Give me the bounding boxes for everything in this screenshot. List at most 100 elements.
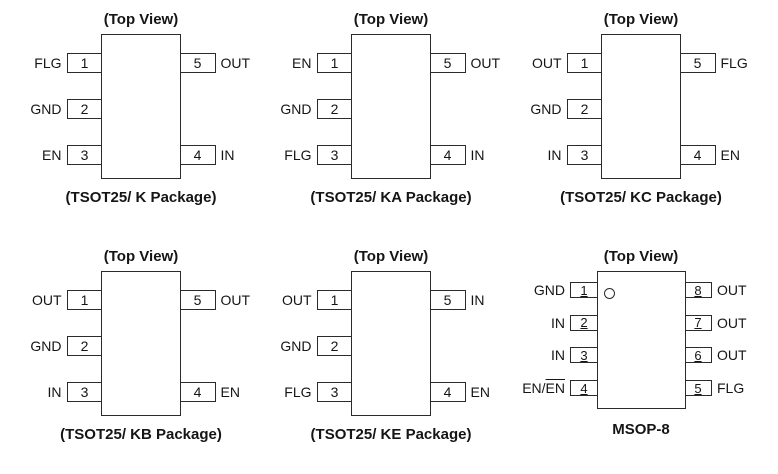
pin-label: FLG xyxy=(284,147,312,163)
pin-label: OUT xyxy=(281,292,312,308)
package-caption: (TSOT25/ K Package) xyxy=(65,189,217,206)
package-body xyxy=(601,34,681,179)
pin-number-box: 4 xyxy=(179,145,216,165)
pin-number-box: 1 xyxy=(316,53,353,73)
pin-label: GND xyxy=(30,338,62,354)
pin-label: EN xyxy=(720,147,740,163)
pin-number-box: 5 xyxy=(179,290,216,310)
pin-label: OUT xyxy=(470,55,501,71)
pin-number-box: 2 xyxy=(566,99,603,119)
pin-number-box: 1 xyxy=(316,290,353,310)
pin-label: IN xyxy=(551,347,565,364)
pin-number-box: 3 xyxy=(66,382,103,402)
pin-label: EN/EN xyxy=(522,380,565,397)
pin-number-box: 5 xyxy=(179,53,216,73)
package-body xyxy=(351,34,431,179)
pin-label: OUT xyxy=(220,292,251,308)
pin-label: IN xyxy=(47,384,62,400)
pin-label: GND xyxy=(30,101,62,117)
pin-label: EN xyxy=(220,384,240,400)
pin-label: FLG xyxy=(717,380,745,397)
top-view-label: (Top View) xyxy=(603,248,679,265)
pin-label: OUT xyxy=(717,282,747,299)
pin-label: OUT xyxy=(220,55,251,71)
pin-label: FLG xyxy=(720,55,748,71)
pin-number-box: 4 xyxy=(429,382,466,402)
pin-number-box: 8 xyxy=(684,282,712,299)
pin-label: EN xyxy=(292,55,312,71)
package-caption: MSOP-8 xyxy=(612,421,670,438)
pin-label: IN xyxy=(470,147,485,163)
pin-label: IN xyxy=(470,292,485,308)
pin-number-box: 2 xyxy=(66,336,103,356)
top-view-label: (Top View) xyxy=(353,11,429,28)
pin-label: OUT xyxy=(31,292,62,308)
pin-label: GND xyxy=(533,282,565,299)
pin-row: 8 OUT xyxy=(684,274,768,307)
pin-number-box: 1 xyxy=(570,282,598,299)
pin-number-box: 5 xyxy=(429,290,466,310)
pin-number-box: 2 xyxy=(570,314,598,331)
pin-row: 6 OUT xyxy=(684,339,768,372)
package-body xyxy=(596,271,686,409)
pin-row xyxy=(181,86,259,132)
pin-label: OUT xyxy=(717,347,747,364)
pin-number-box: 3 xyxy=(66,145,103,165)
pin-number-box: 4 xyxy=(429,145,466,165)
top-view-label: (Top View) xyxy=(603,11,679,28)
pin-label: OUT xyxy=(531,55,562,71)
pin-label: EN xyxy=(470,384,490,400)
pin-number-box: 3 xyxy=(316,382,353,402)
pin-number-box: 2 xyxy=(316,99,353,119)
pin-number-box: 6 xyxy=(684,347,712,364)
pin-row: GND 1 xyxy=(515,274,598,307)
pin-label: EN xyxy=(42,147,62,163)
package-caption: (TSOT25/ KC Package) xyxy=(560,189,722,206)
pin-row xyxy=(431,86,509,132)
pin-label: OUT xyxy=(717,314,747,331)
pin-label: IN xyxy=(551,314,565,331)
pin-label: IN xyxy=(220,147,235,163)
pin-row xyxy=(181,323,259,369)
pin-number-box: 1 xyxy=(566,53,603,73)
